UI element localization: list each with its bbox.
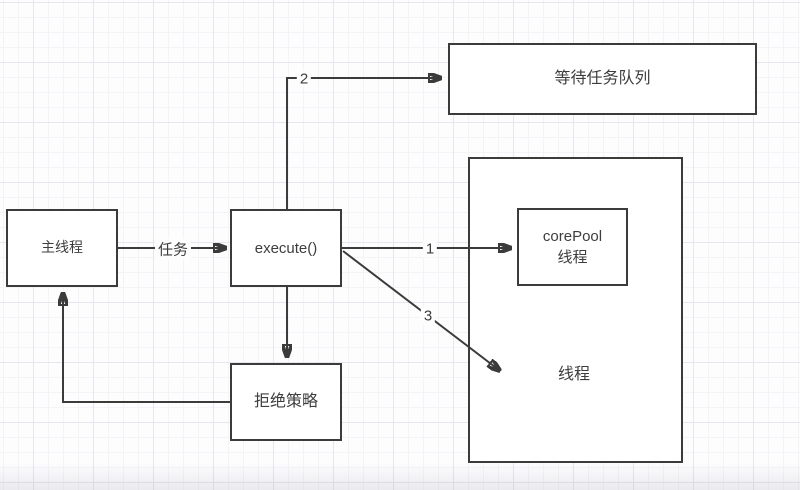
thread-area-label: 线程 — [557, 366, 591, 383]
node-execute-label: execute() — [254, 239, 318, 257]
edge-to-wait-queue-arrow — [286, 78, 440, 209]
edge-label-3: 3 — [420, 307, 436, 325]
edge-label-task: 任务 — [154, 238, 192, 260]
bottom-edge-shading — [0, 462, 800, 490]
edge-label-2: 2 — [296, 70, 312, 88]
node-execute: execute() — [230, 209, 342, 287]
node-wait-queue-label: 等待任务队列 — [554, 69, 651, 87]
node-thread-pool-container — [468, 157, 683, 463]
node-reject-policy: 拒绝策略 — [230, 363, 342, 441]
node-main-thread: 主线程 — [6, 209, 118, 287]
node-main-thread-label: 主线程 — [41, 239, 83, 256]
node-reject-policy-label: 拒绝策略 — [253, 392, 318, 410]
node-core-pool-label-line2: 线程 — [557, 249, 588, 266]
edge-label-1: 1 — [422, 240, 438, 258]
node-core-pool-label-line1: corePool — [542, 228, 603, 245]
node-wait-queue: 等待任务队列 — [448, 43, 757, 115]
node-core-pool: corePool 线程 — [517, 208, 628, 286]
edge-reject-to-main-arrow — [63, 294, 230, 403]
